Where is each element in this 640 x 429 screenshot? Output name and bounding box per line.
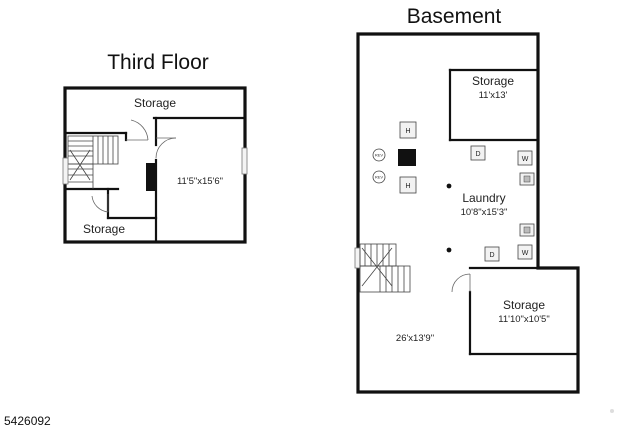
dryer-icon-lower: D (484, 246, 500, 262)
basement-interior-walls (448, 68, 578, 356)
basement-plan: Basement (354, 5, 580, 394)
watermark-icon (610, 409, 614, 413)
basement-storage-lower-label: Storage (503, 298, 545, 312)
basement-main-area-dimensions: 26'x13'9" (396, 333, 434, 344)
svg-text:REV: REV (375, 175, 384, 180)
meter-icon-upper: REV (372, 148, 386, 162)
heater-icon-upper: H (399, 121, 417, 139)
heater-icon-lower: H (399, 176, 417, 194)
third-floor-storage-bottom-label: Storage (83, 222, 125, 236)
svg-text:D: D (489, 252, 494, 259)
third-floor-doors (91, 119, 177, 213)
third-floor-west-window (62, 157, 69, 185)
third-floor-chimney (146, 163, 156, 191)
basement-storage-lower-dimensions: 11'10"x10'5" (498, 314, 549, 325)
washer-icon-lower: W (517, 244, 533, 260)
third-floor-staircase (67, 135, 119, 189)
basement-storage-upper-label: Storage (472, 74, 514, 88)
svg-text:W: W (522, 156, 529, 163)
basement-staircase (359, 243, 411, 293)
third-floor-title: Third Floor (107, 51, 209, 74)
column-icon-upper (446, 183, 452, 189)
svg-text:W: W (522, 250, 529, 257)
svg-text:H: H (405, 128, 410, 135)
meter-icon-lower: REV (372, 170, 386, 184)
dryer-icon-upper: D (470, 145, 486, 161)
basement-outer-wall (356, 32, 580, 394)
basement-door (451, 273, 471, 293)
third-floor-main-room-dimensions: 11'5"x15'6" (177, 176, 223, 187)
basement-chimney (398, 149, 416, 166)
washer-icon-upper: W (517, 150, 533, 166)
laundry-dimensions: 10'8"x15'3" (461, 207, 508, 218)
listing-id: 5426092 (4, 414, 51, 428)
third-floor-east-window (241, 147, 248, 175)
laundry-label: Laundry (462, 191, 505, 205)
sink-icon-upper (519, 172, 535, 186)
basement-title: Basement (407, 5, 502, 28)
svg-text:H: H (405, 183, 410, 190)
third-floor-storage-top-label: Storage (134, 96, 176, 110)
basement-window (354, 247, 361, 269)
svg-text:D: D (475, 151, 480, 158)
sink-icon-lower (519, 223, 535, 237)
basement-storage-upper-dimensions: 11'x13' (479, 90, 508, 101)
third-floor-plan: Third Floor (62, 51, 248, 244)
column-icon-lower (446, 247, 452, 253)
svg-text:REV: REV (375, 153, 384, 158)
